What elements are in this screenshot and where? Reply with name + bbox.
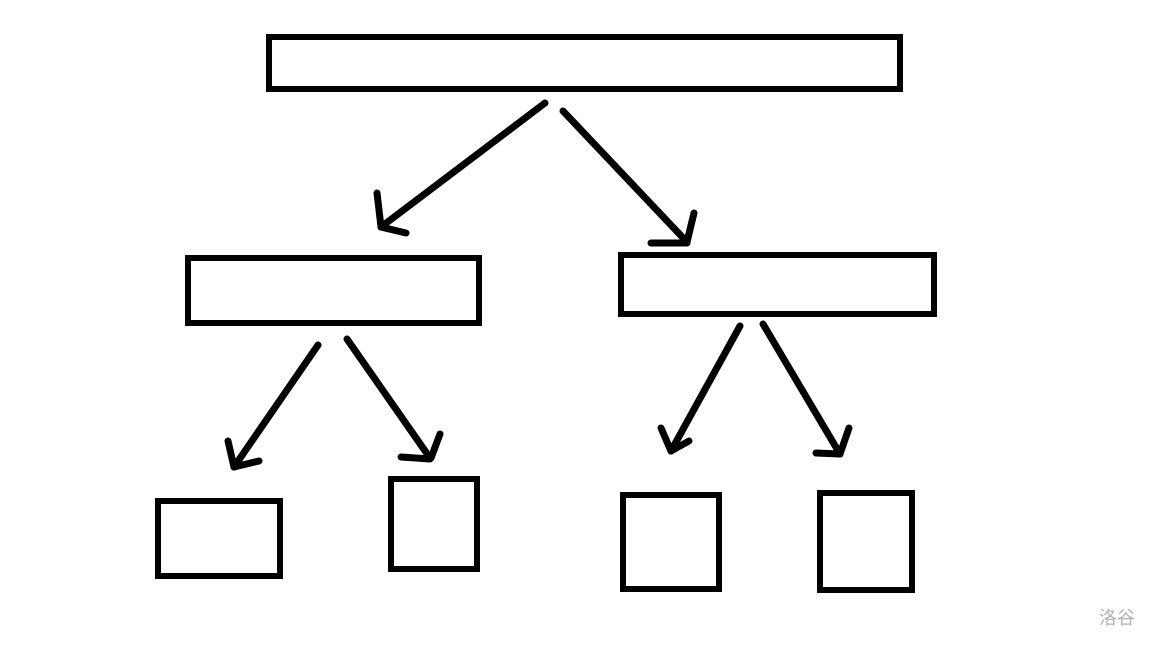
arrow-right-child-to-leaf-4-shaft — [759, 320, 844, 458]
arrow-right-child-to-leaf-3-shaft — [667, 322, 744, 455]
left-child-box — [185, 255, 482, 326]
arrow-right-child-to-leaf-3-head-stroke-1 — [657, 424, 675, 455]
right-child-box — [618, 252, 937, 317]
arrow-left-child-to-leaf-1-head-stroke-1 — [224, 437, 238, 471]
leaf-box-2 — [388, 476, 480, 572]
arrow-left-child-to-leaf-2-head-stroke-2 — [397, 453, 434, 463]
arrow-left-child-to-leaf-1-shaft — [230, 341, 322, 471]
arrow-root-to-left-child-shaft — [377, 99, 549, 231]
arrow-left-child-to-leaf-2-shaft — [343, 335, 434, 462]
arrow-root-to-left-child-head-stroke-1 — [373, 189, 385, 231]
leaf-box-3 — [620, 492, 722, 592]
arrow-right-child-to-leaf-4-head-stroke-1 — [836, 424, 853, 458]
luogu-watermark: 洛谷 — [1099, 608, 1135, 629]
leaf-box-4 — [817, 490, 915, 593]
arrow-root-to-right-child-shaft — [559, 107, 691, 246]
root-box — [266, 34, 903, 92]
arrow-left-child-to-leaf-1-head-stroke-2 — [230, 457, 263, 471]
arrow-right-child-to-leaf-4-head-stroke-2 — [812, 449, 844, 458]
arrow-right-child-to-leaf-3-head-stroke-2 — [667, 437, 693, 455]
leaf-box-1 — [155, 498, 283, 579]
arrow-left-child-to-leaf-2-head-stroke-1 — [427, 430, 444, 462]
arrow-root-to-left-child-head-stroke-2 — [377, 223, 410, 237]
arrow-root-to-right-child-head-stroke-1 — [683, 209, 698, 246]
